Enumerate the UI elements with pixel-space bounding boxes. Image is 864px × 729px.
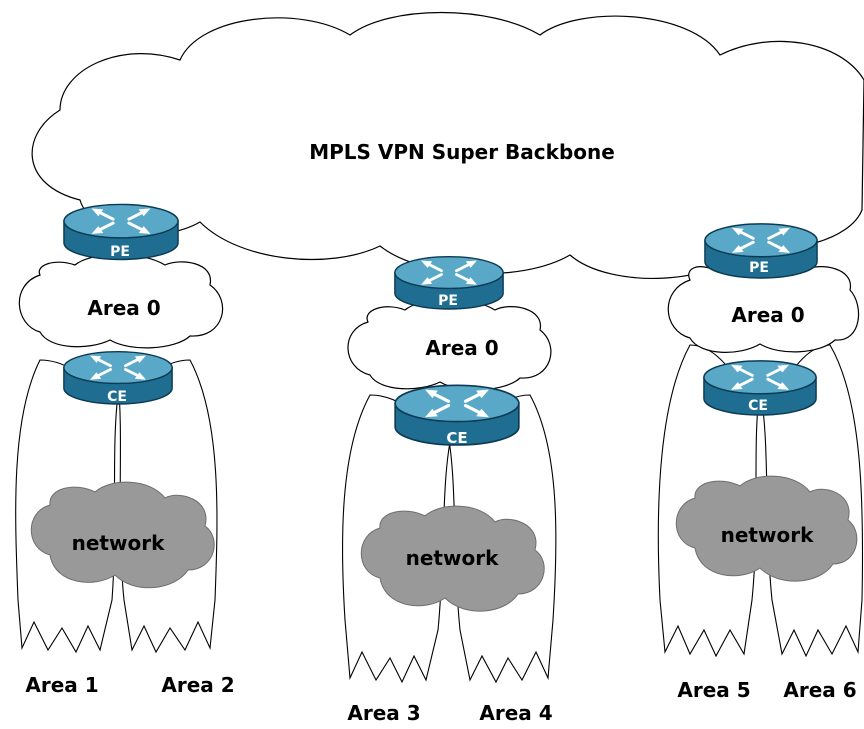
area-3-label: Area 3 [347,701,420,725]
pe-label-site-3: PE [749,260,769,276]
area-2-label: Area 2 [161,673,234,697]
area-1-label: Area 1 [25,673,98,697]
network-cloud-site-2 [360,505,545,612]
ce-label-site-3: CE [748,398,768,414]
pe-router-site-1[interactable]: PE [62,202,180,262]
site-3: network Area 0 PE CE Area 5 Area 6 [657,222,864,702]
site-1: network Area 0 PE CE Area 1 Area 2 [15,202,235,697]
area-0-label-site-2: Area 0 [425,336,498,360]
pe-label-site-2: PE [438,293,458,309]
pe-label-site-1: PE [110,244,130,260]
site-2: network Area 0 PE CE Area 3 Area 4 [341,255,557,725]
ce-router-site-3[interactable]: CE [702,359,818,417]
ce-router-site-2[interactable]: CE [393,383,521,447]
pe-router-site-3[interactable]: PE [703,222,819,280]
area-4-label: Area 4 [479,701,552,725]
network-cloud-site-3 [675,475,858,582]
ce-router-site-1[interactable]: CE [62,350,174,406]
pe-router-site-2[interactable]: PE [393,255,505,311]
network-label-site-1: network [72,531,165,555]
ce-label-site-1: CE [107,389,127,405]
area-5-label: Area 5 [677,678,750,702]
backbone-cloud: MPLS VPN Super Backbone [31,12,864,279]
network-label-site-2: network [406,546,499,570]
area-6-label: Area 6 [783,678,856,702]
backbone-label: MPLS VPN Super Backbone [309,140,615,164]
area-0-label-site-1: Area 0 [87,296,160,320]
ce-label-site-2: CE [446,429,467,447]
area-0-label-site-3: Area 0 [731,303,804,327]
network-cloud-site-1 [30,481,215,589]
network-label-site-3: network [721,523,814,547]
